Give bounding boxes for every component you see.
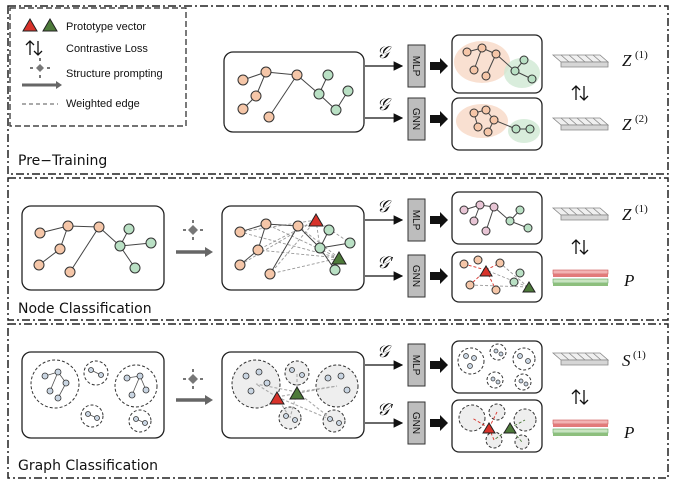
embedding-matrix-z1-node <box>551 207 610 221</box>
block-arrow-icon <box>430 357 448 373</box>
block-arrow-icon <box>430 415 448 431</box>
prototype-green-icon <box>503 422 517 434</box>
prototype-green-icon <box>331 251 347 265</box>
graphcls-mlp-output <box>451 340 543 394</box>
embedding-matrix-z1 <box>551 54 610 68</box>
svg-text:GNN: GNN <box>410 412 421 434</box>
node-gnn-output-graph <box>451 251 543 303</box>
prototype-green-icon <box>522 281 536 293</box>
pretraining-frame <box>7 5 669 175</box>
prototype-red-icon <box>482 422 496 434</box>
prototype-matrix-p-node <box>552 269 609 286</box>
svg-text:MLP: MLP <box>410 56 421 77</box>
contrastive-loss-icon <box>25 40 43 56</box>
prototype-red-icon <box>22 18 38 32</box>
pretraining-graph-symbol-bottom: 𝒢 <box>377 95 392 114</box>
block-arrow-icon <box>430 268 448 284</box>
svg-text:(1): (1) <box>635 49 648 61</box>
graph-classification-frame <box>7 323 669 479</box>
block-arrow-icon <box>430 212 448 228</box>
graph-prompted-set <box>221 351 365 439</box>
pretraining-graph-symbol-top: 𝒢 <box>377 43 392 62</box>
legend-prototype-label: Prototype vector <box>66 21 146 33</box>
graphcls-gnn-encoder: GNN <box>407 401 426 445</box>
pretraining-mlp-output-graph <box>451 34 543 94</box>
svg-text:(1): (1) <box>633 349 646 361</box>
svg-text:(2): (2) <box>635 113 648 125</box>
prototype-red-icon <box>479 265 493 277</box>
pretraining-gnn-encoder: GNN <box>407 97 426 141</box>
legend-contrastive-label: Contrastive Loss <box>66 43 148 55</box>
node-mlp-output-graph <box>451 191 543 245</box>
pretraining-mlp-encoder: MLP <box>407 44 426 88</box>
p-graph-symbol: P <box>623 423 634 442</box>
z1-symbol: Z <box>622 51 632 70</box>
prototype-matrix-p-graph <box>552 419 609 436</box>
graphcls-graph-symbol: 𝒢 <box>377 342 392 361</box>
structure-prompting-arrow-node <box>176 220 213 257</box>
svg-text:(1): (1) <box>635 203 648 215</box>
pretraining-gnn-output-graph <box>451 97 543 151</box>
graphcls-graph-prime-symbol: 𝒢′ <box>377 400 393 419</box>
pretraining-label: Pre−Training <box>18 153 107 169</box>
node-input-graph <box>21 205 165 291</box>
prototype-red-icon <box>308 213 324 227</box>
prototype-green-icon <box>289 386 305 400</box>
graph-classification-label: Graph Classification <box>18 458 158 474</box>
embedding-matrix-z2 <box>551 117 610 131</box>
prototype-red-icon <box>269 391 285 405</box>
svg-text:GNN: GNN <box>410 108 421 130</box>
legend: Prototype vector Contrastive Loss Struct… <box>9 7 187 127</box>
node-mlp-encoder: MLP <box>407 198 426 242</box>
graphcls-mlp-encoder: MLP <box>407 343 426 387</box>
svg-text:MLP: MLP <box>410 210 421 231</box>
s1-symbol: S <box>622 351 631 370</box>
legend-weighted-edge-label: Weighted edge <box>66 98 140 110</box>
embedding-matrix-s1 <box>551 352 610 366</box>
svg-text:MLP: MLP <box>410 355 421 376</box>
graph-input-set <box>21 351 165 439</box>
contrastive-loss-icon <box>571 389 589 405</box>
block-arrow-icon <box>430 111 448 127</box>
p-node-symbol: P <box>623 271 634 290</box>
contrastive-loss-icon <box>571 239 589 255</box>
block-arrow-icon <box>430 58 448 74</box>
structure-prompting-icon <box>22 58 62 89</box>
legend-structure-label: Structure prompting <box>66 68 163 80</box>
node-gnn-encoder: GNN <box>407 254 426 298</box>
z2-symbol: Z <box>622 115 632 134</box>
node-prompted-graph <box>221 205 365 291</box>
node-classification-label: Node Classification <box>18 301 152 317</box>
graphcls-gnn-output <box>451 399 543 453</box>
svg-text:GNN: GNN <box>410 265 421 287</box>
prototype-green-icon <box>42 18 58 32</box>
node-classification-frame <box>7 177 669 321</box>
structure-prompting-arrow-graph <box>176 369 213 405</box>
contrastive-loss-icon <box>571 85 589 101</box>
pretraining-input-graph <box>223 51 365 133</box>
node-graph-prime-symbol: 𝒢′ <box>377 253 393 272</box>
node-graph-symbol: 𝒢 <box>377 197 392 216</box>
z1-node-symbol: Z <box>622 205 632 224</box>
